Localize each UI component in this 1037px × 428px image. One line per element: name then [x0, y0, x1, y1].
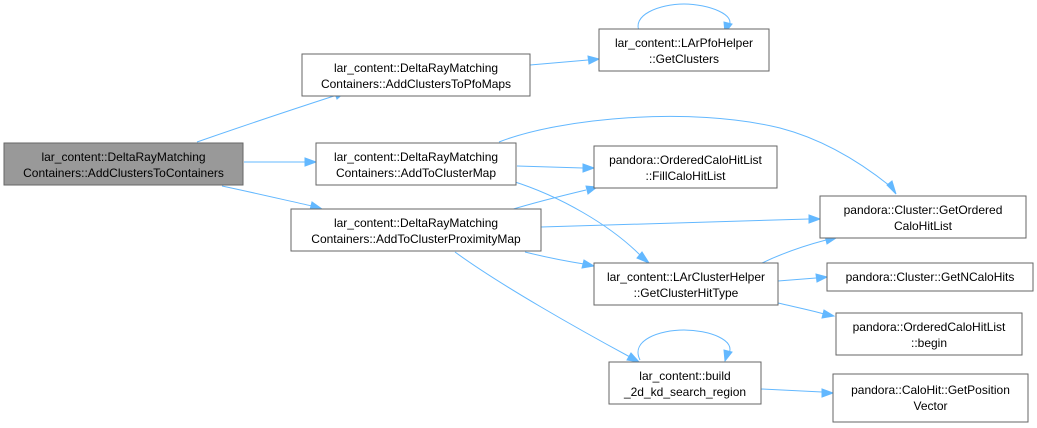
node-label-line-1: lar_content::DeltaRayMatching — [334, 216, 498, 230]
node-get-cluster-hit-type[interactable]: lar_content::LArClusterHelper ::GetClust… — [593, 262, 779, 306]
edge-proximitymap-to-build2dkd — [454, 251, 641, 363]
node-label-line-1: lar_content::build — [639, 369, 730, 383]
node-lar-pfo-helper-get-clusters[interactable]: lar_content::LArPfoHelper ::GetClusters — [598, 28, 770, 72]
node-label-line-1: lar_content::DeltaRayMatching — [334, 61, 498, 75]
node-add-to-cluster-proximity-map[interactable]: lar_content::DeltaRayMatching Containers… — [290, 208, 542, 252]
edge-build2dkd-self-loop — [637, 329, 733, 363]
node-label-line-1: pandora::OrderedCaloHitList — [609, 153, 762, 167]
node-label-line-2: ::FillCaloHitList — [645, 169, 726, 183]
edge-getclusterhittype-to-getorderedcalohitlist — [761, 235, 838, 264]
edge-root-to-addtoclusterproximitymap — [221, 185, 324, 211]
node-label-line-2: ::GetClusters — [649, 52, 719, 66]
node-label-line-2: ::GetClusterHitType — [634, 286, 739, 300]
edge-getclusterhittype-to-getncalohits — [777, 273, 829, 283]
node-label-line-1: lar_content::DeltaRayMatching — [334, 150, 498, 164]
node-label-line-2: _2d_kd_search_region — [623, 385, 746, 399]
node-label-line-1: pandora::OrderedCaloHitList — [853, 320, 1006, 334]
edge-addtoclustermap-to-getclusterhittype — [511, 180, 651, 265]
node-label-line-2: Containers::AddToClusterMap — [336, 166, 496, 180]
edge-addtoclustermap-to-fillcalohitlist — [516, 163, 596, 173]
node-fill-calo-hit-list[interactable]: pandora::OrderedCaloHitList ::FillCaloHi… — [593, 145, 778, 189]
edge-proximitymap-to-getclusterhittype — [524, 251, 596, 269]
edge-proximitymap-to-fillcalohitlist — [509, 185, 599, 211]
node-label-line-2: Containers::AddToClusterProximityMap — [311, 232, 521, 246]
edge-proximitymap-to-getorderedcalohitlist — [540, 214, 822, 228]
node-get-n-calo-hits[interactable]: pandora::Cluster::GetNCaloHits — [826, 262, 1034, 292]
edge-addclusterstopfomaps-to-getclusters — [529, 55, 601, 66]
edge-root-to-addtoclustermap — [244, 157, 318, 167]
node-label-line-1: lar_content::DeltaRayMatching — [41, 150, 205, 164]
node-label-line-2: ::begin — [911, 336, 947, 350]
node-label-line-2: CaloHitList — [894, 219, 953, 233]
node-label-line-2: Vector — [913, 399, 947, 413]
nodes: lar_content::DeltaRayMatching Containers… — [3, 28, 1034, 423]
edges — [196, 3, 897, 398]
node-label-line-1: pandora::Cluster::GetNCaloHits — [846, 270, 1015, 284]
node-get-ordered-calo-hit-list[interactable]: pandora::Cluster::GetOrdered CaloHitList — [819, 195, 1027, 239]
edge-root-to-addclusterstopfomaps — [196, 90, 347, 143]
node-ordered-calo-hit-list-begin[interactable]: pandora::OrderedCaloHitList ::begin — [835, 312, 1023, 356]
edge-addtoclustermap-to-getorderedcalohitlist — [498, 115, 897, 195]
edge-getclusterhittype-to-orderedbegin — [777, 302, 836, 319]
edge-build2dkd-to-getpositionvector — [760, 388, 835, 398]
node-label-line-1: pandora::CaloHit::GetPosition — [851, 383, 1010, 397]
node-label-line-2: Containers::AddClustersToPfoMaps — [321, 77, 511, 91]
node-label-line-1: pandora::Cluster::GetOrdered — [844, 203, 1003, 217]
node-add-clusters-to-containers[interactable]: lar_content::DeltaRayMatching Containers… — [3, 142, 244, 186]
node-get-position-vector[interactable]: pandora::CaloHit::GetPosition Vector — [832, 373, 1029, 423]
node-add-to-cluster-map[interactable]: lar_content::DeltaRayMatching Containers… — [315, 142, 517, 186]
node-build-2d-kd-search-region[interactable]: lar_content::build _2d_kd_search_region — [608, 361, 762, 405]
node-add-clusters-to-pfo-maps[interactable]: lar_content::DeltaRayMatching Containers… — [301, 53, 531, 97]
node-label-line-2: Containers::AddClustersToContainers — [23, 166, 224, 180]
node-label-line-1: lar_content::LArClusterHelper — [607, 270, 765, 284]
node-label-line-1: lar_content::LArPfoHelper — [615, 36, 753, 50]
